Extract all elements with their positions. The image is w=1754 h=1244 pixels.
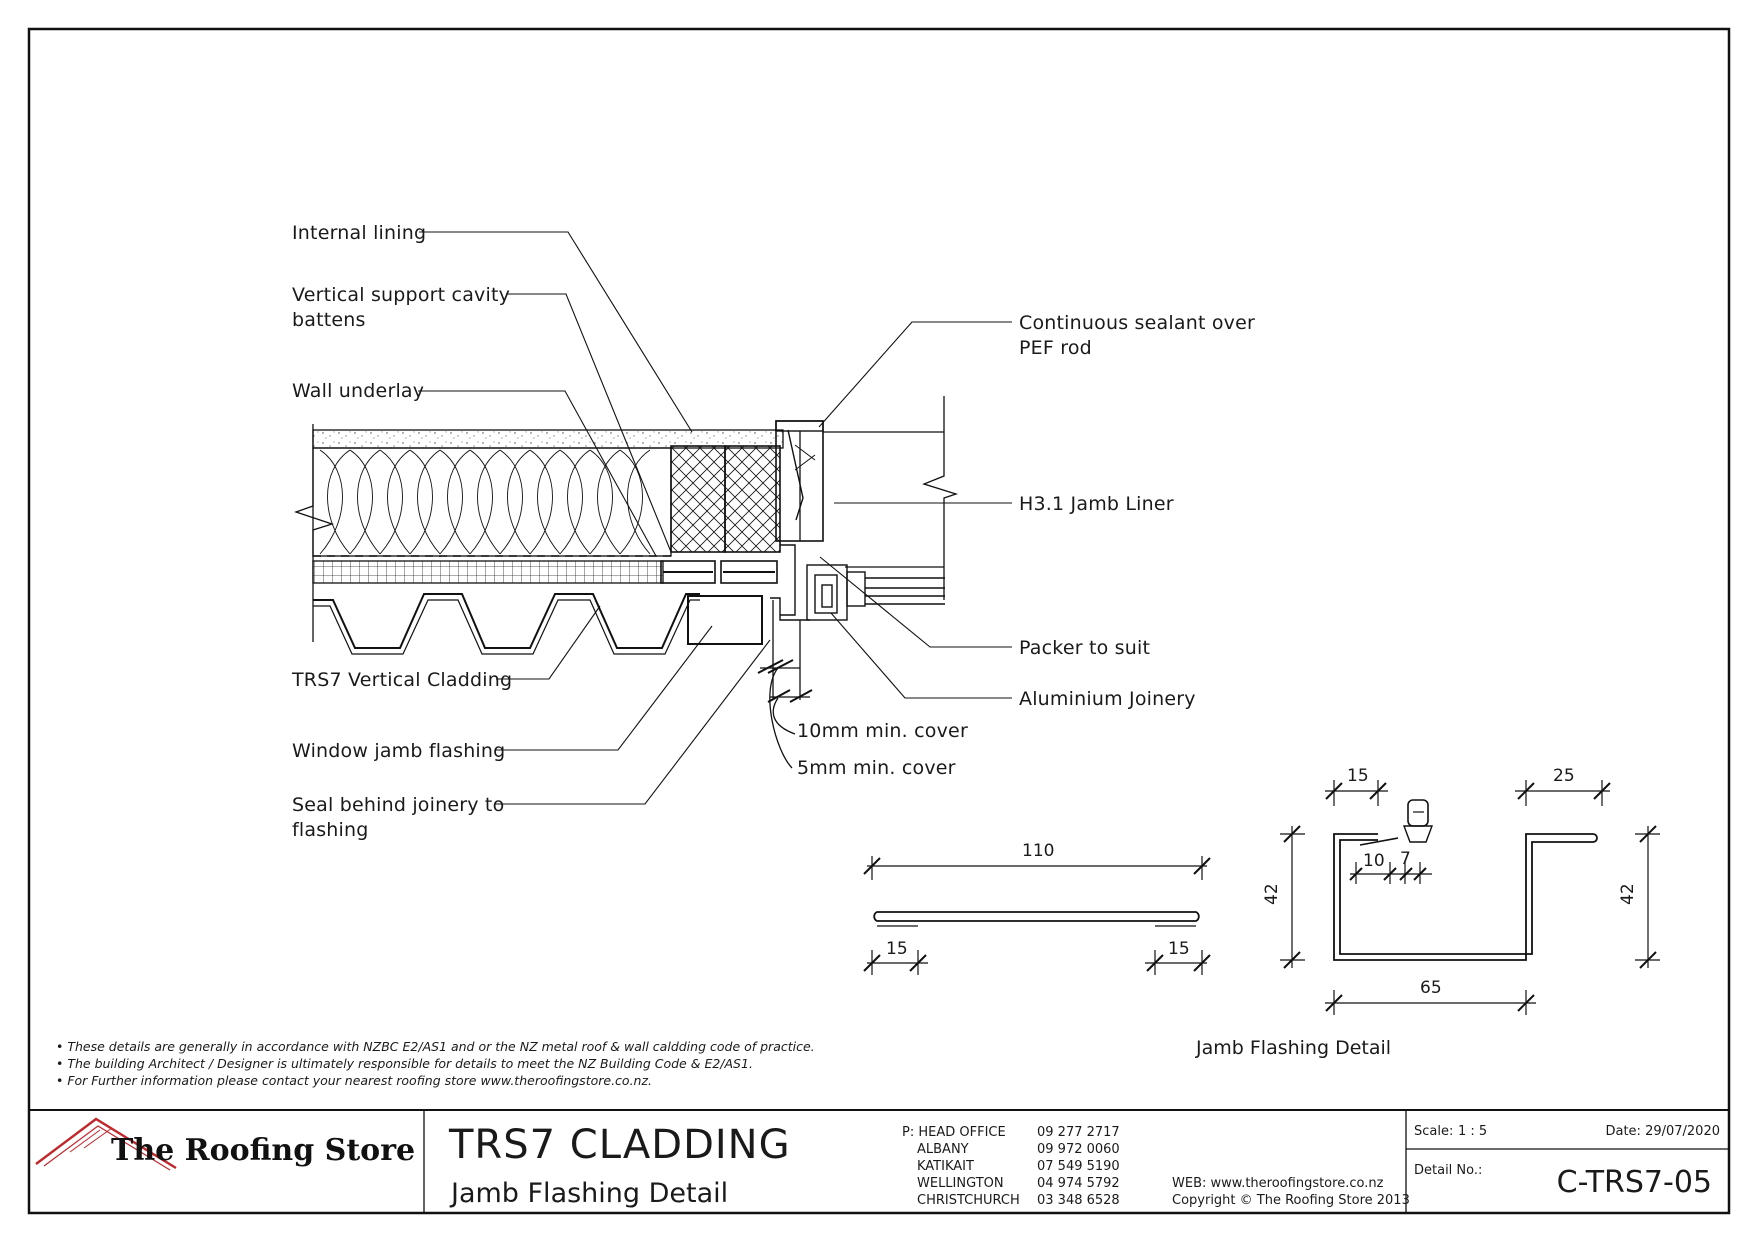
dim-jamb-height-left: 42 [1262,883,1282,905]
trs7-cladding-profile [313,593,700,649]
label-trs7-cladding: TRS7 Vertical Cladding [291,669,512,691]
label-sealant-2: PEF rod [1019,337,1092,359]
office-phone-3: 04 974 5792 [1037,1176,1120,1191]
note-line-1: • These details are generally in accorda… [56,1039,815,1054]
scale-label: Scale: [1414,1124,1453,1139]
company-name: The Roofing Store [111,1133,415,1168]
label-vertical-support-1: Vertical support cavity [292,284,510,306]
office-phone-4: 03 348 6528 [1037,1193,1120,1208]
detail-no-label: Detail No.: [1414,1163,1482,1178]
jamb-flashing-box [687,595,763,645]
detail-number: C-TRS7-05 [1557,1165,1712,1200]
office-name-2: KATIKAIT [917,1159,974,1174]
title-block [29,1109,1729,1213]
insulation-pattern [319,449,651,555]
flat-flashing-detail [863,856,1211,975]
label-aluminium-joinery: Aluminium Joinery [1019,688,1196,710]
label-wall-underlay: Wall underlay [292,380,424,402]
label-sealant-1: Continuous sealant over [1019,312,1255,334]
office-phone-2: 07 549 5190 [1037,1159,1120,1174]
dim-jamb-hem: 7 [1400,849,1411,869]
break-line-right [922,396,959,600]
sheet-border [27,27,1731,1215]
dim-jamb-gap: 10 [1363,851,1385,871]
copyright-text: Copyright © The Roofing Store 2013 [1172,1193,1410,1208]
aluminium-joinery [770,544,945,621]
label-cover-10mm: 10mm min. cover [797,720,968,742]
drawing-subtitle: Jamb Flashing Detail [449,1178,728,1209]
office-phone-1: 09 972 0060 [1037,1142,1120,1157]
dim-jamb-top-right: 25 [1553,766,1575,786]
batten-2 [720,560,778,584]
website-text: WEB: www.theroofingstore.co.nz [1172,1176,1384,1191]
office-phone-0: 09 277 2717 [1037,1125,1120,1140]
label-seal-behind-1: Seal behind joinery to [292,794,504,816]
break-line-left [293,424,335,642]
label-seal-behind-2: flashing [292,819,369,841]
leader-lines [418,231,1012,805]
dim-jamb-top-left: 15 [1347,766,1369,786]
label-window-jamb-flashing: Window jamb flashing [292,740,505,762]
company-logo: The Roofing Store [35,1117,415,1171]
scale-value: 1 : 5 [1458,1124,1487,1139]
office-name-4: CHRISTCHURCH [917,1193,1020,1208]
label-packer: Packer to suit [1019,637,1150,659]
note-line-2: • The building Architect / Designer is u… [56,1056,753,1071]
dim-jamb-base: 65 [1420,978,1442,998]
jamb-detail-caption: Jamb Flashing Detail [1195,1037,1391,1059]
dim-jamb-height-right: 42 [1618,883,1638,905]
label-jamb-liner: H3.1 Jamb Liner [1019,493,1174,515]
label-cover-5mm: 5mm min. cover [797,757,956,779]
label-internal-lining: Internal lining [292,222,426,244]
office-name-0: P: HEAD OFFICE [902,1125,1006,1140]
drawing-title: TRS7 CLADDING [448,1122,791,1168]
section-drawing [293,396,959,769]
office-name-3: WELLINGTON [917,1176,1004,1191]
label-vertical-support-2: battens [292,309,366,331]
jamb-flashing-profile [1280,780,1660,1015]
office-name-1: ALBANY [917,1142,969,1157]
date-text: Date: 29/07/2020 [1605,1124,1720,1139]
dim-flat-overall: 110 [1022,841,1054,861]
stud-1 [670,445,726,553]
dim-flat-left-hem: 15 [886,939,908,959]
stud-2 [724,445,781,553]
note-line-3: • For Further information please contact… [56,1073,652,1088]
cavity-grid [312,560,664,584]
batten-1 [660,560,716,584]
dim-flat-right-hem: 15 [1168,939,1190,959]
